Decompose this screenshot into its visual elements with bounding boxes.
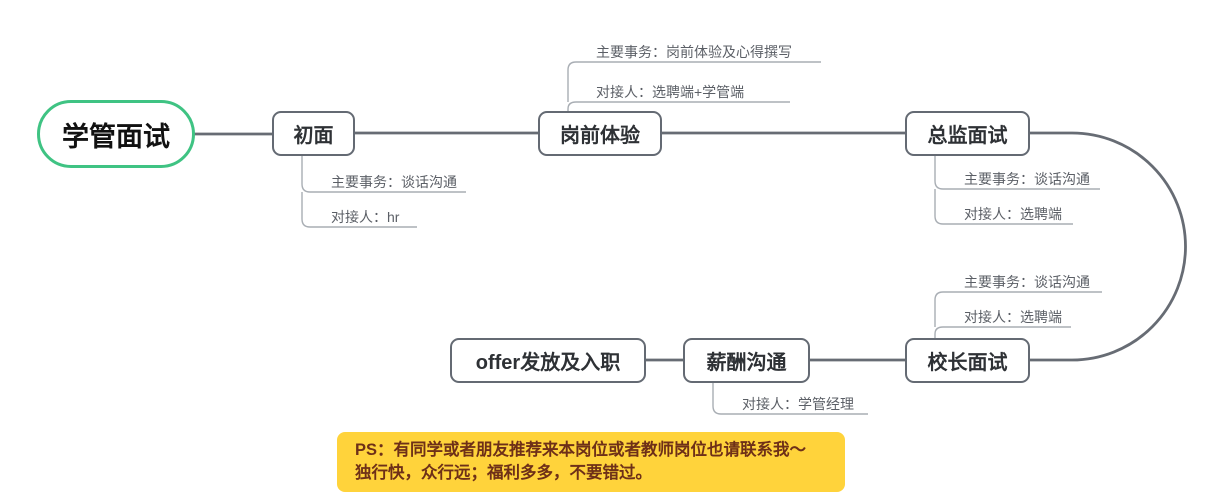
- callout-prejob-contact[interactable]: 对接人：选聘端+学管端: [596, 84, 745, 100]
- node-root-topic[interactable]: 学管面试: [37, 100, 195, 168]
- ps-note-line2: 独行快，众行远；福利多多，不要错过。: [355, 464, 652, 482]
- ps-note[interactable]: PS：有同学或者朋友推荐来本岗位或者教师岗位也请联系我～ 独行快，众行远；福利多…: [337, 432, 845, 492]
- callout-principal-tasks[interactable]: 主要事务：谈话沟通: [964, 274, 1090, 290]
- callout-line-prejob-tasks: [567, 61, 821, 102]
- callout-initial-tasks[interactable]: 主要事务：谈话沟通: [331, 174, 457, 190]
- node-director-interview[interactable]: 总监面试: [905, 111, 1030, 156]
- callout-line-salary-contact: [712, 382, 868, 415]
- callout-line-initial-tasks: [301, 155, 466, 193]
- callout-principal-contact[interactable]: 对接人：选聘端: [964, 309, 1062, 325]
- callout-line-director-contact: [934, 189, 1073, 225]
- callout-prejob-tasks[interactable]: 主要事务：岗前体验及心得撰写: [596, 44, 792, 60]
- node-salary-communication[interactable]: 薪酬沟通: [683, 338, 810, 383]
- callout-line-principal-tasks: [934, 291, 1102, 327]
- callout-line-principal-contact: [934, 326, 1071, 338]
- callout-initial-contact[interactable]: 对接人：hr: [331, 209, 400, 225]
- node-initial-interview[interactable]: 初面: [272, 111, 355, 156]
- node-offer-onboarding[interactable]: offer发放及入职: [450, 338, 646, 383]
- branch-director-to-principal-arc: [1028, 131, 1187, 362]
- callout-director-tasks[interactable]: 主要事务：谈话沟通: [964, 171, 1090, 187]
- callout-director-contact[interactable]: 对接人：选聘端: [964, 206, 1062, 222]
- callout-line-prejob-contact: [567, 101, 790, 111]
- ps-note-line1: PS：有同学或者朋友推荐来本岗位或者教师岗位也请联系我～: [355, 441, 807, 459]
- node-principal-interview[interactable]: 校长面试: [905, 338, 1030, 383]
- callout-line-initial-contact: [301, 192, 417, 228]
- callout-salary-contact[interactable]: 对接人：学管经理: [742, 396, 854, 412]
- node-prejob-experience[interactable]: 岗前体验: [538, 111, 662, 156]
- callout-line-director-tasks: [934, 155, 1100, 190]
